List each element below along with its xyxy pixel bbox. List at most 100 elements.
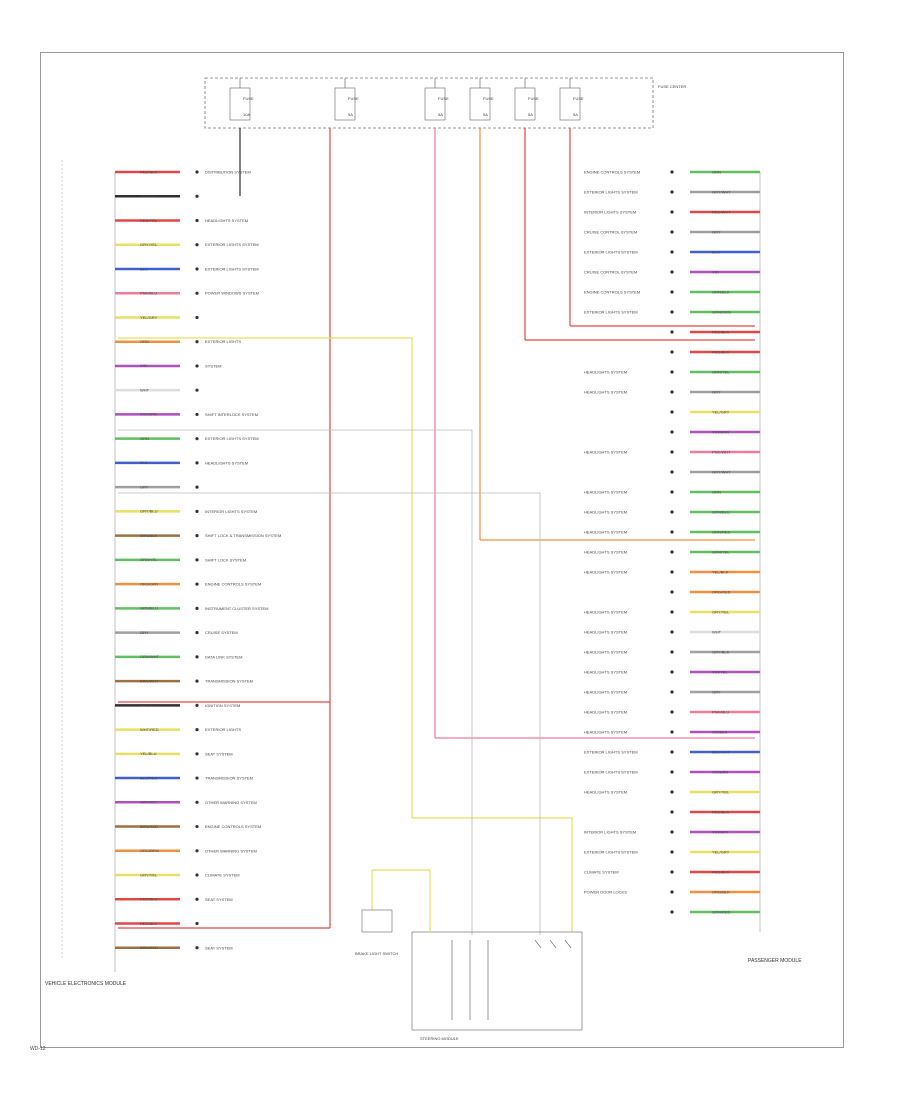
right-pin-dest: HEADLIGHTS SYSTEM (584, 450, 627, 455)
left-pin-terminal (195, 752, 199, 756)
left-pin-terminal (195, 727, 199, 732)
left-pin-tag: RED/BLK (140, 169, 157, 174)
right-pin-terminal (670, 230, 674, 234)
left-pin-dest: SEAT SYSTEM (205, 945, 233, 950)
right-pin-tag: GRN/RED (712, 909, 731, 914)
right-pin-tag: GRN (712, 489, 721, 494)
right-pin-terminal (670, 890, 674, 894)
right-pin-terminal (670, 710, 674, 714)
left-pin-terminal (195, 388, 199, 392)
left-pin-terminal (195, 849, 199, 853)
right-pin-terminal (670, 910, 674, 914)
right-pin-dest: HEADLIGHTS SYSTEM (584, 550, 627, 555)
right-pin-tag: PNK/WHT (712, 449, 731, 454)
left-pin-dest: INTERIOR LIGHTS SYSTEM (205, 509, 257, 514)
left-pin-tag: RED/BLU (140, 897, 157, 902)
left-pin-terminal (195, 218, 199, 223)
fuse-rating: 5A (528, 112, 533, 117)
left-pin-tag: GRY (140, 630, 149, 635)
right-pin-tag: GRY/YEL (712, 789, 730, 794)
yellow-signal-wire (118, 337, 573, 932)
right-pin-tag: WHT (712, 629, 722, 634)
fuse-name: FUSE (438, 96, 449, 101)
fuse-name: FUSE (348, 96, 359, 101)
switch-lever (549, 939, 557, 949)
left-pin-terminal (195, 194, 199, 198)
left-pin-tag: PNK/BLU (140, 291, 157, 296)
fuse-rating: 5A (348, 112, 353, 117)
left-pin-dest: SEAT SYSTEM (205, 751, 233, 756)
right-pin-tag: YEL/GRY (712, 849, 730, 854)
left-pin-tag: ORG (140, 339, 149, 344)
left-pin-dest: DISTRIBUTION SYSTEM (205, 170, 251, 175)
right-pin-terminal (670, 330, 674, 334)
gray-signal-wire (118, 429, 473, 935)
left-pin-tag: GRY/YEL (140, 872, 158, 877)
left-pin-dest: EXTERIOR LIGHTS (205, 339, 241, 344)
left-pin-terminal (195, 291, 199, 295)
right-pin-terminal (670, 750, 674, 754)
right-pin-tag: GRN/BLK (712, 289, 730, 294)
right-pin-terminal (670, 590, 674, 594)
right-pin-terminal (670, 490, 674, 494)
right-pin-terminal (670, 770, 674, 774)
right-pin-tag: GRY (712, 689, 721, 694)
right-pin-terminal (670, 290, 674, 294)
left-pin-tag: BRN/RED (140, 824, 158, 829)
left-pin-tag: GRN/BLU (140, 606, 158, 611)
right-pin-dest: EXTERIOR LIGHTS SYSTEM (584, 770, 638, 775)
right-pin-dest: HEADLIGHTS SYSTEM (584, 730, 627, 735)
right-pin-tag: PNK/BLU (712, 709, 729, 714)
left-pin-terminal (195, 946, 199, 950)
left-pin-dest: SHIFT LOCK SYSTEM (205, 557, 246, 562)
right-pin-terminal (670, 510, 674, 514)
left-pin-dest: DATA LINK SYSTEM (205, 654, 242, 659)
brake-switch-body (361, 909, 393, 933)
right-pin-dest: CRUISE CONTROL SYSTEM (584, 270, 637, 275)
right-pin-terminal (670, 350, 674, 354)
left-pin-tag: BLU/RED (140, 775, 157, 780)
right-pin-dest: HEADLIGHTS SYSTEM (584, 570, 627, 575)
left-pin-terminal (195, 364, 199, 368)
right-pin-tag: VIO/YEL (712, 669, 728, 674)
right-pin-tag: RED/BLK (712, 349, 729, 354)
right-pin-tag: GRN/YEL (712, 369, 730, 374)
left-pin-tag: BRN/WHT (140, 194, 159, 199)
right-pin-dest: EXTERIOR LIGHTS SYSTEM (584, 190, 638, 195)
right-pin-tag: GRY/WHT (712, 189, 731, 194)
left-pin-dest: IGNITION SYSTEM (205, 703, 240, 708)
right-pin-dest: EXTERIOR LIGHTS SYSTEM (584, 310, 638, 315)
right-pin-tag: VIO/GRN (712, 429, 729, 434)
left-pin-dest: ENGINE CONTROLS SYSTEM (205, 582, 261, 587)
left-pin-tag: BLK (140, 460, 148, 465)
left-pin-tag: BLK/WHT (140, 703, 158, 708)
left-pin-tag: GRN/YEL (140, 557, 158, 562)
left-pin-terminal (195, 315, 199, 320)
left-pin-dest: EXTERIOR LIGHTS SYSTEM (205, 436, 259, 441)
fuse-rating: 5A (438, 112, 443, 117)
footer-code: WD-12 (30, 1046, 46, 1052)
right-pin-tag: VIO/GRY (712, 829, 729, 834)
right-pin-terminal (670, 390, 674, 394)
left-pin-terminal (195, 437, 199, 441)
right-pin-terminal (670, 210, 674, 214)
right-pin-terminal (670, 190, 674, 194)
left-pin-dest: TRANSMISSION SYSTEM (205, 679, 253, 684)
left-pin-terminal (195, 800, 199, 804)
left-pin-terminal (195, 703, 199, 707)
right-pin-tag: GRY/WHT (712, 469, 731, 474)
left-pin-terminal (195, 170, 199, 174)
left-pin-terminal (195, 461, 199, 465)
right-pin-terminal (670, 310, 674, 314)
right-pin-dest: HEADLIGHTS SYSTEM (584, 530, 627, 535)
right-pin-tag: YEL/GRY (712, 409, 730, 414)
fuse-box-outline (204, 77, 654, 129)
right-pin-terminal (670, 630, 674, 634)
right-pin-terminal (670, 810, 674, 814)
left-pin-terminal (195, 824, 199, 829)
fuse-rating: 5A (483, 112, 488, 117)
right-pin-tag: VIO (712, 269, 719, 274)
right-pin-tag: GRN/ORG (712, 309, 731, 314)
right-pin-terminal (670, 570, 674, 574)
left-pin-dest: HEADLIGHTS SYSTEM (205, 460, 248, 465)
